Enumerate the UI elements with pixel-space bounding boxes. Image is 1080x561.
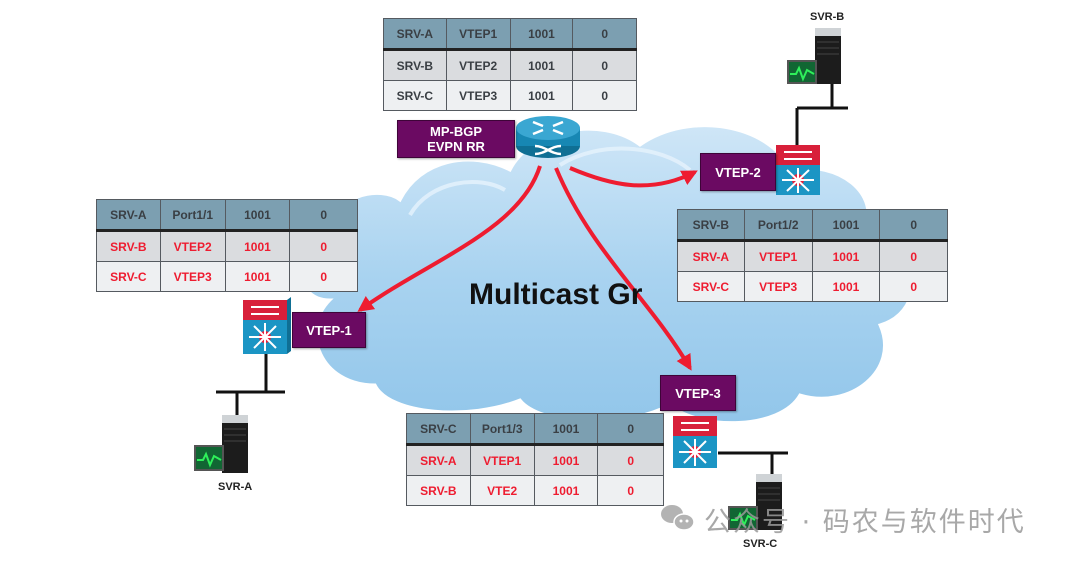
table-cell: 0 (289, 230, 358, 262)
table-cell: VTEP2 (445, 49, 511, 81)
table-cell: 0 (289, 261, 358, 292)
table-row: SRV-B VTE2 1001 0 (406, 475, 664, 506)
table-cell: 0 (572, 49, 637, 81)
rr-label-line2: EVPN RR (427, 139, 485, 154)
vtep2-tag: VTEP-2 (700, 153, 776, 191)
wechat-icon (661, 505, 695, 531)
table-row: SRV-C VTEP3 1001 0 (677, 271, 948, 302)
table-cell: SRV-C (406, 413, 471, 446)
table-cell: SRV-C (677, 271, 745, 302)
svr-a-label: SVR-A (218, 481, 253, 493)
vtep2-switch-icon (776, 145, 820, 195)
vtep1-table: SRV-A Port1/1 1001 0 SRV-B VTEP2 1001 0 … (96, 199, 358, 292)
svr-c-label: SVR-C (743, 538, 778, 550)
vtep2-table: SRV-B Port1/2 1001 0 SRV-A VTEP1 1001 0 … (677, 209, 948, 302)
table-cell: 0 (879, 209, 948, 242)
watermark-text: 公众号 · 码农与软件时代 (704, 507, 1026, 538)
vtep3-switch-icon (673, 416, 717, 468)
table-row: SRV-A VTEP1 1001 0 (406, 444, 664, 476)
table-cell: VTEP3 (159, 261, 226, 292)
table-row: SRV-B Port1/2 1001 0 (677, 209, 948, 242)
table-cell: Port1/2 (743, 209, 813, 242)
table-cell: SRV-B (96, 230, 161, 262)
table-cell: 0 (597, 413, 664, 446)
svr-b-server-icon (787, 28, 841, 84)
vtep3-tag: VTEP-3 (660, 375, 736, 411)
link-vtep1-svra (216, 352, 285, 415)
table-cell: 0 (289, 199, 358, 232)
table-cell: 0 (572, 80, 637, 111)
table-cell: 1001 (509, 80, 574, 111)
table-cell: VTEP3 (445, 80, 511, 111)
table-cell: 1001 (533, 413, 599, 446)
table-cell: 0 (879, 240, 948, 272)
table-cell: SRV-C (96, 261, 161, 292)
table-cell: 0 (572, 18, 637, 51)
table-row: SRV-A Port1/1 1001 0 (96, 199, 358, 232)
table-cell: SRV-B (406, 475, 471, 506)
link-vtep2-svrb (795, 82, 848, 146)
table-row: SRV-C Port1/3 1001 0 (406, 413, 664, 446)
table-cell: SRV-A (96, 199, 161, 232)
mp-bgp-evpn-rr-label: MP-BGP EVPN RR (397, 120, 515, 158)
table-cell: 1001 (224, 230, 291, 262)
table-cell: VTEP1 (469, 444, 535, 476)
table-cell: VTEP1 (445, 18, 511, 51)
table-cell: 1001 (811, 240, 881, 272)
table-cell: SRV-B (383, 49, 447, 81)
table-cell: 1001 (224, 199, 291, 232)
vtep1-switch-icon (243, 297, 291, 354)
table-cell: VTEP3 (743, 271, 813, 302)
table-cell: 0 (597, 444, 664, 476)
table-cell: Port1/3 (469, 413, 535, 446)
table-cell: 1001 (509, 49, 574, 81)
table-cell: 1001 (533, 475, 599, 506)
table-row: SRV-A VTEP1 1001 0 (677, 240, 948, 272)
table-row: SRV-A VTEP1 1001 0 (383, 18, 637, 51)
multicast-group-label: Multicast Gr (469, 278, 643, 311)
rr-label-line1: MP-BGP (429, 124, 482, 139)
rr-table: SRV-A VTEP1 1001 0 SRV-B VTEP2 1001 0 SR… (383, 18, 637, 111)
table-cell: 1001 (224, 261, 291, 292)
vtep3-table: SRV-C Port1/3 1001 0 SRV-A VTEP1 1001 0 … (406, 413, 664, 506)
arrow-to-vtep2 (569, 166, 698, 188)
table-cell: 1001 (533, 444, 599, 476)
table-cell: 0 (879, 271, 948, 302)
table-cell: SRV-A (383, 18, 447, 51)
table-cell: SRV-C (383, 80, 447, 111)
table-row: SRV-C VTEP3 1001 0 (383, 80, 637, 111)
arrow-to-vtep3 (554, 167, 692, 371)
table-cell: 1001 (811, 271, 881, 302)
router-icon (516, 116, 580, 158)
table-cell: 1001 (811, 209, 881, 242)
svr-b-label: SVR-B (810, 11, 845, 23)
table-cell: SRV-B (677, 209, 745, 242)
table-cell: VTEP2 (159, 230, 226, 262)
table-cell: Port1/1 (159, 199, 226, 232)
table-row: SRV-C VTEP3 1001 0 (96, 261, 358, 292)
table-cell: SRV-A (677, 240, 745, 272)
link-vtep3-svrc (718, 451, 788, 475)
vtep1-tag: VTEP-1 (292, 312, 366, 348)
svr-c-server-icon (728, 474, 782, 530)
table-cell: SRV-A (406, 444, 471, 476)
arrow-to-vtep1 (357, 165, 542, 312)
table-cell: 0 (597, 475, 664, 506)
table-row: SRV-B VTEP2 1001 0 (383, 49, 637, 81)
svr-a-server-icon (194, 415, 248, 473)
table-cell: VTEP1 (743, 240, 813, 272)
table-row: SRV-B VTEP2 1001 0 (96, 230, 358, 262)
table-cell: VTE2 (469, 475, 535, 506)
table-cell: 1001 (509, 18, 574, 51)
